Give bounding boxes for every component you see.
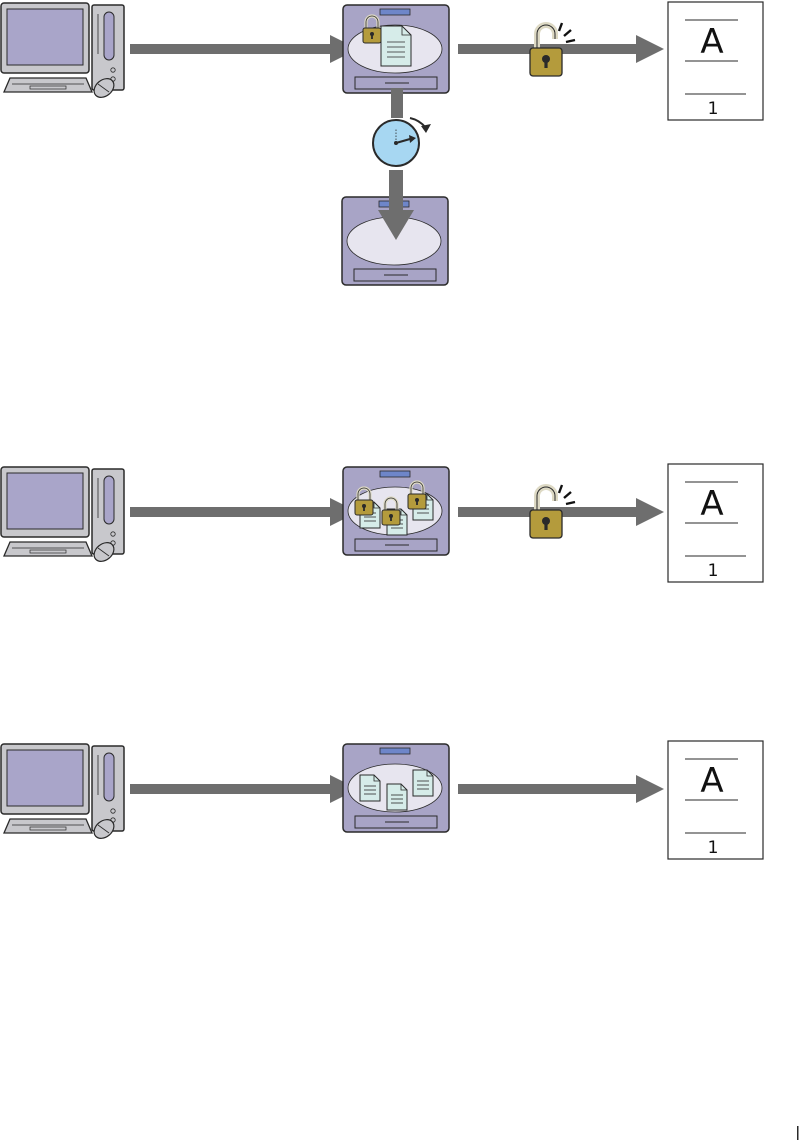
diagram-secure-print-multiple: A 1 (1, 464, 763, 582)
printed-page-icon: A 1 (668, 2, 763, 120)
arrow-computer-to-printer (130, 775, 358, 803)
computer-icon (1, 744, 124, 842)
page-letter: A (700, 761, 723, 801)
clock-icon (373, 118, 431, 166)
computer-icon (1, 467, 124, 565)
page-number: 1 (708, 99, 719, 119)
arrow-computer-to-printer (130, 498, 358, 526)
printed-page-icon: A 1 (668, 464, 763, 582)
locked-document-icon (381, 26, 411, 66)
arrow-printer-to-page (458, 775, 664, 803)
page-letter: A (700, 484, 723, 524)
printed-page-icon: A 1 (668, 741, 763, 859)
page-number: 1 (708, 561, 719, 581)
page-edge-marker (797, 1126, 799, 1140)
arrow-printer-to-clock (391, 88, 403, 118)
diagram-stored-print: A 1 (1, 741, 763, 859)
page-letter: A (700, 22, 723, 62)
computer-icon (1, 3, 124, 101)
arrow-computer-to-printer (130, 35, 358, 63)
page-number: 1 (708, 838, 719, 858)
diagram-secure-print-with-expiry: A 1 (1, 2, 763, 285)
